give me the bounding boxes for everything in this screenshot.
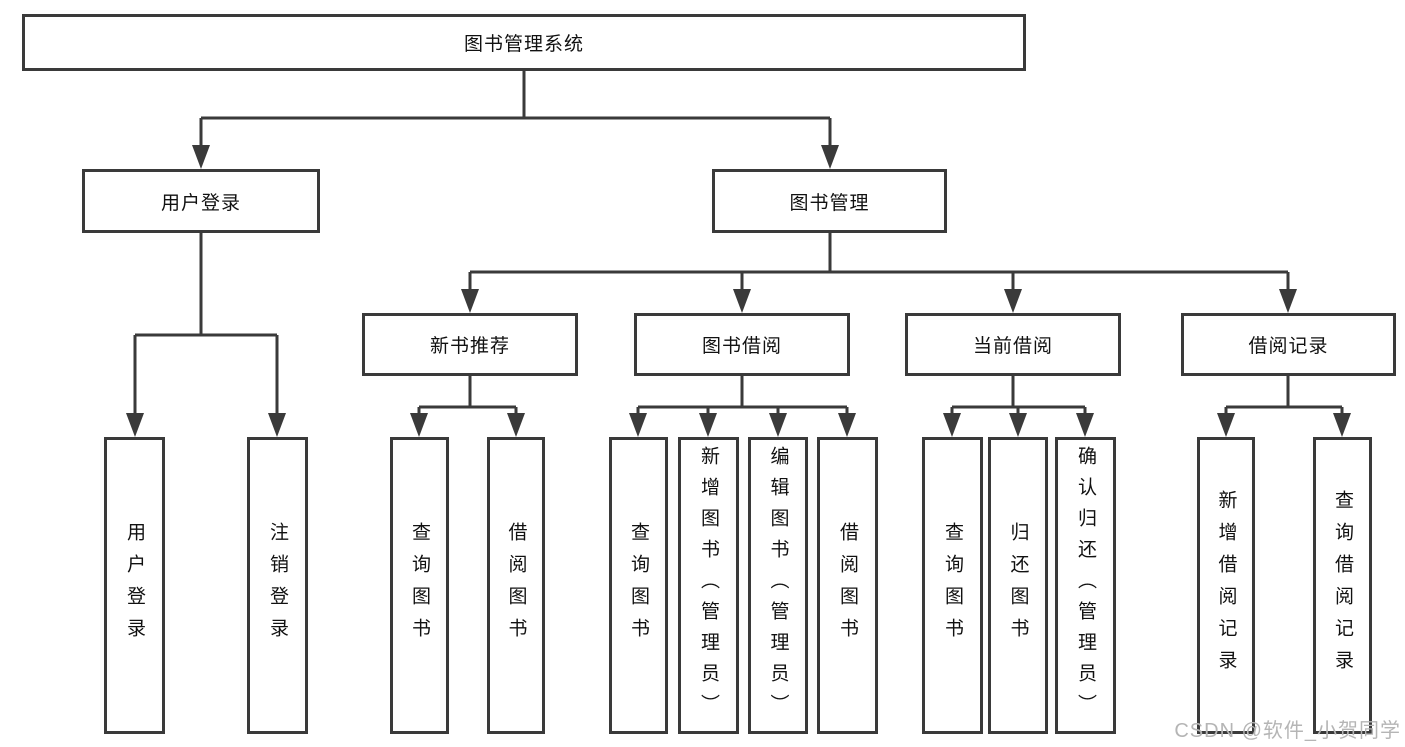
node-current-borrow-label: 当前借阅 [972,336,1053,357]
node-new-book-rec: 新书推荐 [362,313,578,376]
node-leaf-add-record: 新增借阅记录 [1197,437,1255,734]
node-leaf-query-book-3-label: 查询图书 [942,521,963,650]
arrowheads-user-login-children [126,413,286,437]
node-leaf-query-record-label: 查询借阅记录 [1332,489,1353,682]
node-leaf-add-book: 新增图书（管理员） [678,437,739,734]
arrowheads-current-borrow-children [943,413,1094,437]
node-leaf-borrow-book-1-label: 借阅图书 [505,521,527,650]
node-leaf-confirm-return-label: 确认归还（管理员） [1075,446,1096,725]
node-leaf-query-book-1: 查询图书 [390,437,449,734]
node-leaf-add-book-label: 新增图书（管理员） [698,446,719,725]
node-borrow-records-label: 借阅记录 [1248,336,1329,357]
connector-book-borrow-children [636,376,849,414]
node-book-borrow: 图书借阅 [634,313,850,376]
node-leaf-edit-book-label: 编辑图书（管理员） [767,446,789,725]
node-book-mgmt-label: 图书管理 [789,192,870,214]
node-root: 图书管理系统 [22,14,1026,71]
node-leaf-query-book-3: 查询图书 [922,437,983,734]
node-root-label: 图书管理系统 [463,34,584,55]
connector-user-login-children [133,233,279,414]
node-new-book-rec-label: 新书推荐 [429,336,510,357]
arrowheads-level2 [192,145,839,169]
node-leaf-borrow-book-1: 借阅图书 [487,437,545,734]
node-leaf-user-login-label: 用户登录 [124,521,145,650]
node-leaf-return-book: 归还图书 [988,437,1048,734]
node-leaf-edit-book: 编辑图书（管理员） [748,437,808,734]
arrowheads-borrow-records-children [1217,413,1351,437]
node-leaf-confirm-return: 确认归还（管理员） [1055,437,1116,734]
node-leaf-borrow-book-2: 借阅图书 [817,437,878,734]
connector-root-to-level2 [199,71,832,146]
node-current-borrow: 当前借阅 [905,313,1121,376]
node-leaf-logout-label: 注销登录 [267,521,288,650]
connector-book-mgmt-children [468,233,1290,290]
csdn-watermark: CSDN @软件_小贺同学 [1174,720,1401,742]
connector-borrow-records-children [1224,376,1344,414]
node-leaf-user-login: 用户登录 [104,437,165,734]
node-leaf-query-book-2: 查询图书 [609,437,668,734]
node-borrow-records: 借阅记录 [1181,313,1396,376]
node-leaf-borrow-book-2-label: 借阅图书 [837,521,858,650]
arrowheads-book-borrow-children [629,413,856,437]
node-leaf-logout: 注销登录 [247,437,308,734]
node-user-login: 用户登录 [82,169,320,233]
node-leaf-query-record: 查询借阅记录 [1313,437,1372,734]
node-leaf-return-book-label: 归还图书 [1007,521,1029,650]
connector-new-book-rec-children [417,376,518,414]
connector-current-borrow-children [950,376,1087,414]
node-user-login-label: 用户登录 [160,192,241,214]
node-book-borrow-label: 图书借阅 [701,336,782,357]
node-leaf-query-book-1-label: 查询图书 [409,521,430,650]
arrowheads-level3 [461,289,1297,313]
node-leaf-add-record-label: 新增借阅记录 [1215,489,1237,682]
arrowheads-new-book-rec-children [410,413,525,437]
node-book-mgmt: 图书管理 [712,169,947,233]
node-leaf-query-book-2-label: 查询图书 [628,521,649,650]
